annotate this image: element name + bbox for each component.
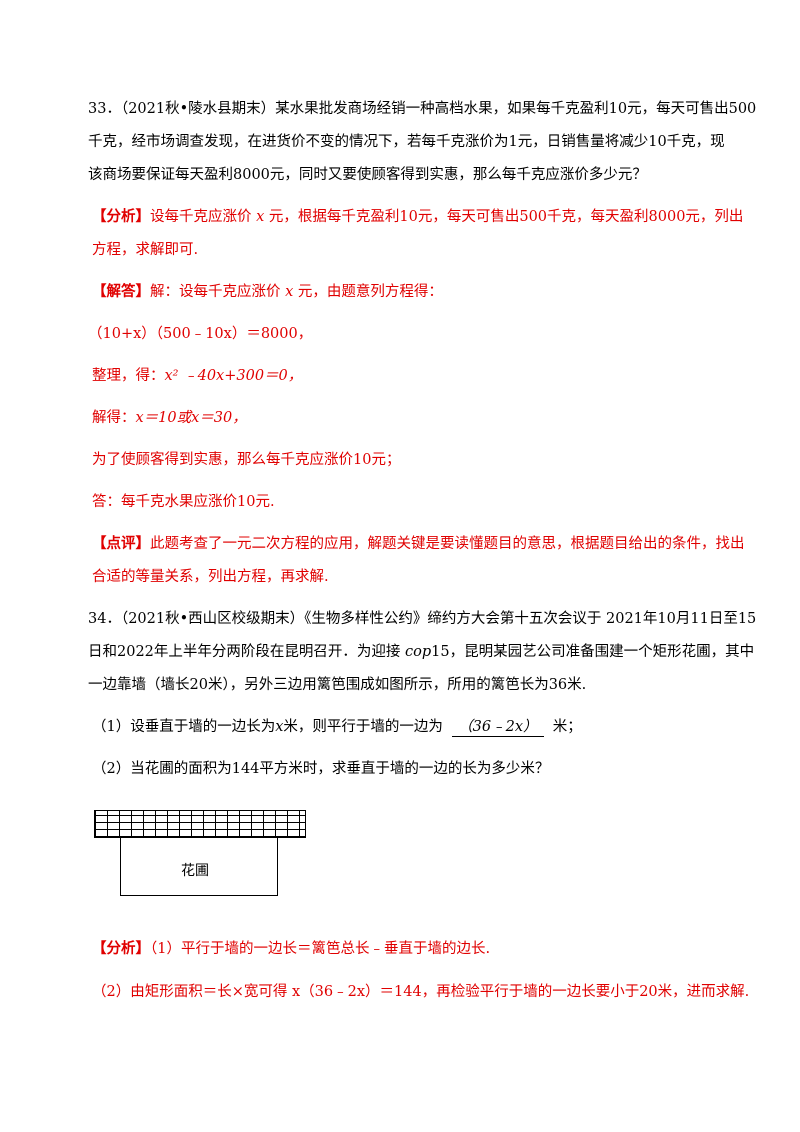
q33-comment-line-1: 【点评】此题考查了一元二次方程的应用，解题关键是要读懂题目的意思，根据题目给出的… bbox=[92, 535, 745, 553]
q34-line-2: 日和2022年上半年分两阶段在昆明召开．为迎接 cop15，昆明某园艺公司准备围… bbox=[88, 643, 754, 661]
brick-wall bbox=[94, 810, 306, 838]
q33-line-2: 千克，经市场调查发现，在进货价不变的情况下，若每千克涨价为1元，日销售量将减少1… bbox=[88, 134, 725, 150]
analysis-tag: 【分析】 bbox=[92, 940, 150, 957]
answer-blank-value: （36﹣2x） bbox=[458, 719, 538, 735]
analysis-text-1: （1）平行于墙的一边长＝篱笆总长﹣垂直于墙的边长. bbox=[150, 941, 491, 957]
variable-x: x bbox=[275, 719, 284, 735]
q33-line-1: 33．（2021秋•陵水县期末）某水果批发商场经销一种高档水果，如果每千克盈利1… bbox=[88, 101, 757, 117]
eq3-expression: x＝10或x＝30， bbox=[135, 410, 247, 426]
eq2-prefix: 整理，得： bbox=[92, 368, 165, 384]
analysis-text-b: 元，根据每千克盈利10元，每天可售出500千克，每天盈利8000元，列出 bbox=[268, 209, 744, 225]
q33-choose-line: 为了使顾客得到实惠，那么每千克应涨价10元； bbox=[92, 452, 401, 468]
q33-answer-line: 答：每千克水果应涨价10元. bbox=[92, 494, 275, 510]
analysis-tag: 【分析】 bbox=[92, 208, 150, 225]
sub1-text-c: 米； bbox=[552, 719, 582, 735]
q33-equation-1: （10+x）（500﹣10x）＝8000， bbox=[88, 326, 313, 342]
q34-line2-b: 15，昆明某园艺公司准备围建一个矩形花圃，其中 bbox=[431, 644, 755, 660]
q33-equation-2: 整理，得：x² ﹣40x+300＝0， bbox=[92, 367, 302, 385]
comment-text-1: 此题考查了一元二次方程的应用，解题关键是要读懂题目的意思，根据题目给出的条件，找… bbox=[150, 536, 745, 552]
q34-analysis-line-1: 【分析】（1）平行于墙的一边长＝篱笆总长﹣垂直于墙的边长. bbox=[92, 940, 490, 958]
q33-line-3: 该商场要保证每天盈利8000元，同时又要使顾客得到实惠，那么每千克应涨价多少元？ bbox=[88, 167, 647, 183]
variable-x: x bbox=[256, 209, 265, 225]
q34-sub-question-2: （2）当花圃的面积为144平方米时，求垂直于墙的一边的长为多少米？ bbox=[92, 761, 550, 777]
variable-cop: cop bbox=[405, 644, 432, 660]
garden-figure: 花圃 bbox=[94, 810, 306, 900]
eq2-expression: x² ﹣40x+300＝0， bbox=[164, 368, 303, 384]
q33-analysis-line-1: 【分析】设每千克应涨价 x 元，根据每千克盈利10元，每天可售出500千克，每天… bbox=[92, 208, 743, 226]
solution-tag: 【解答】 bbox=[92, 283, 150, 300]
q34-analysis-line-2: （2）由矩形面积＝长×宽可得 x（36﹣2x）＝144，再检验平行于墙的一边长要… bbox=[92, 984, 750, 1000]
analysis-text-a: 设每千克应涨价 bbox=[150, 209, 252, 225]
garden-label: 花圃 bbox=[181, 863, 209, 879]
q34-line-3: 一边靠墙（墙长20米），另外三边用篱笆围成如图所示，所用的篱笆长为36米. bbox=[88, 677, 587, 693]
q33-comment-line-2: 合适的等量关系，列出方程，再求解. bbox=[92, 569, 329, 585]
solution-text-b: 元，由题意列方程得： bbox=[297, 284, 443, 300]
q34-sub-question-1: （1）设垂直于墙的一边长为x米，则平行于墙的一边为 （36﹣2x） 米； bbox=[92, 718, 582, 737]
q33-equation-3: 解得：x＝10或x＝30， bbox=[92, 409, 247, 427]
q34-line2-a: 日和2022年上半年分两阶段在昆明召开．为迎接 bbox=[88, 644, 401, 660]
sub1-text-b: 米，则平行于墙的一边为 bbox=[283, 719, 443, 735]
eq3-prefix: 解得： bbox=[92, 410, 136, 426]
garden-rectangle: 花圃 bbox=[120, 838, 278, 896]
sub1-text-a: （1）设垂直于墙的一边长为 bbox=[92, 719, 276, 735]
answer-blank: （36﹣2x） bbox=[452, 718, 544, 737]
q34-line-1: 34．（2021秋•西山区校级期末）《生物多样性公约》缔约方大会第十五次会议于 … bbox=[88, 611, 757, 627]
q33-analysis-line-2: 方程，求解即可. bbox=[92, 242, 199, 258]
comment-tag: 【点评】 bbox=[92, 535, 150, 552]
q33-solution-line: 【解答】解：设每千克应涨价 x 元，由题意列方程得： bbox=[92, 283, 443, 301]
variable-x: x bbox=[285, 284, 294, 300]
solution-text-a: 解：设每千克应涨价 bbox=[150, 284, 281, 300]
